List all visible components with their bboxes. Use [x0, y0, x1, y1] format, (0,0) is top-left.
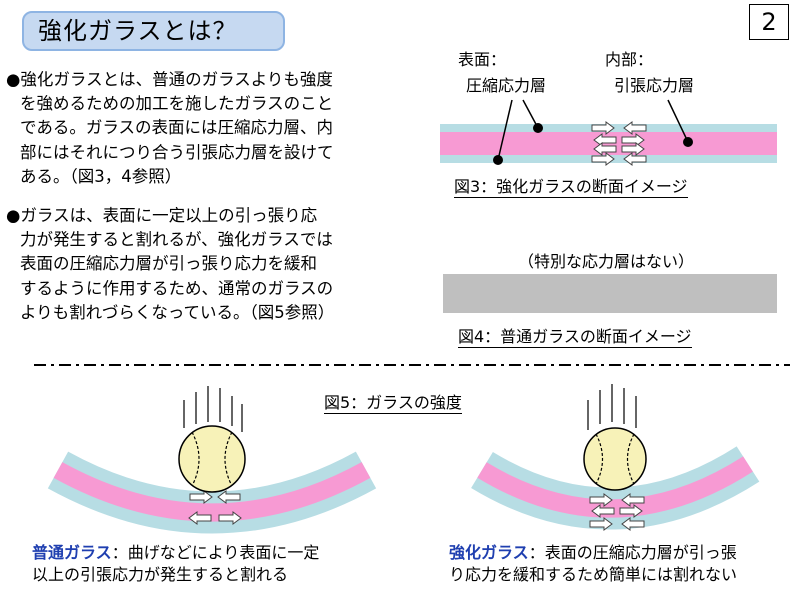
paragraph-1-line-5: ある。（図3，4参照） — [20, 166, 182, 186]
fig4-note: （特別な応力層はない） — [518, 252, 695, 271]
fig5-left-glass — [47, 386, 377, 534]
fig5-right-glass — [471, 384, 760, 531]
fig3-surface-dot-2 — [533, 123, 543, 133]
paragraph-2-line-1: ●ガラスは、表面に一定以上の引っ張り応 — [6, 206, 318, 225]
fig3-surface-sublabel: 圧縮応力層 — [466, 76, 547, 95]
fig3-surface-leader-2 — [522, 99, 539, 129]
fig3-inner-sublabel: 引張応力層 — [614, 76, 695, 95]
fig5-left-name: 普通ガラス — [32, 543, 112, 562]
paragraph-1-line-2: を強めるための加工を施したガラスのこと — [20, 94, 334, 114]
bullet-1: ● — [6, 70, 21, 89]
fig5-left-inner-layer — [53, 462, 371, 522]
paragraph-2-line-3: 表面の圧縮応力層が引っ張り応力を緩和 — [20, 254, 317, 274]
fig3-surface-dot — [493, 155, 503, 165]
paragraph-1-line-4: 部にはそれにつり合う引張応力層を設けて — [20, 142, 334, 162]
fig5-right-inner-layer — [477, 456, 753, 518]
fig5-right-motion-lines — [587, 384, 637, 430]
paragraph-1-line-3: である。ガラスの表面には圧縮応力層、内 — [20, 118, 334, 138]
fig5-left-description: 普通ガラス：曲げなどにより表面に一定 以上の引張応力が発生すると割れる — [32, 543, 320, 584]
fig4-plain-glass — [443, 274, 777, 313]
bullet-2: ● — [6, 206, 21, 225]
fig5-left-ball — [178, 425, 246, 493]
fig5-right-description: 強化ガラス：表面の圧縮応力層が引っ張 り応力を緩和するため簡単には割れない — [449, 543, 738, 584]
paragraph-2: ●ガラスは、表面に一定以上の引っ張り応 力が発生すると割れるが、強化ガラスでは … — [6, 204, 406, 325]
paragraph-2-line-4: するように作用するため、通常のガラスの — [20, 278, 334, 298]
fig3-inner-leader — [667, 99, 689, 143]
fig5-right-name: 強化ガラス — [449, 543, 529, 562]
fig4-caption: 図4：普通ガラスの断面イメージ — [458, 327, 692, 348]
fig3-caption: 図3：強化ガラスの断面イメージ — [454, 177, 688, 198]
fig3-surface-leader — [497, 99, 513, 161]
paragraph-1-line-1: ●強化ガラスとは、普通のガラスよりも強度 — [6, 70, 333, 89]
fig3-inner-label: 内部： — [605, 50, 654, 69]
fig3-inner-dot — [683, 137, 693, 147]
fig3-cross-section — [440, 99, 777, 166]
paragraph-2-line-2: 力が発生すると割れるが、強化ガラスでは — [20, 230, 333, 250]
page-title: 強化ガラスとは？ — [22, 11, 285, 51]
paragraph-2-line-5: よりも割れづらくなっている。（図5参照） — [20, 302, 335, 322]
page-number: 2 — [749, 4, 789, 40]
fig5-left-motion-lines — [183, 386, 243, 432]
fig3-surface-label: 表面： — [458, 50, 507, 69]
paragraph-1: ●強化ガラスとは、普通のガラスよりも強度 を強めるための加工を施したガラスのこと… — [6, 68, 406, 189]
fig5-caption: 図5：ガラスの強度 — [324, 393, 462, 414]
fig5-right-ball — [583, 427, 647, 491]
